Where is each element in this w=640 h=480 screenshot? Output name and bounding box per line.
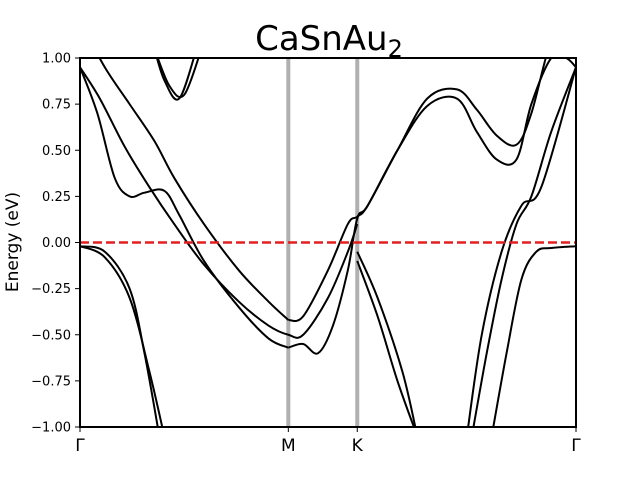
title-main: CaSnAu: [255, 19, 388, 59]
y-tick-label: −0.25: [31, 282, 71, 297]
y-axis-label: Energy (eV): [3, 192, 23, 292]
x-tick-label: K: [352, 436, 364, 456]
y-tick-label: 0.25: [42, 190, 71, 205]
band-line-10: [472, 66, 576, 427]
y-tick-label: −0.75: [31, 374, 71, 389]
y-tick-label: 0.50: [42, 144, 71, 159]
y-tick-label: 1.00: [42, 52, 71, 67]
band-line-7: [356, 251, 417, 427]
band-line-8: [356, 260, 415, 427]
y-tick-label: 0.00: [42, 236, 71, 251]
y-ticks: −1.00 −0.75 −0.50 −0.25 0.00 0.25 0.50 0.75 1.00: [31, 52, 80, 436]
band-line-3: [98, 58, 290, 321]
title-subscript: 2: [388, 35, 403, 63]
band-line-9: [492, 245, 576, 427]
band-line-5: [80, 245, 164, 427]
band-line-11: [467, 66, 576, 427]
band-line-2: [288, 58, 576, 355]
y-tick-label: 0.75: [42, 98, 71, 113]
x-tick-label: Γ: [571, 436, 581, 456]
band-lines: [80, 58, 576, 427]
band-line-13: [155, 58, 195, 101]
band-line-0: [80, 66, 359, 339]
band-line-12: [156, 58, 200, 99]
band-line-6: [80, 245, 159, 427]
chart-title: CaSnAu2: [255, 19, 403, 63]
band-line-4: [288, 58, 547, 323]
band-line-1: [80, 66, 289, 349]
x-tick-label: Γ: [75, 436, 85, 456]
y-tick-label: −1.00: [31, 421, 71, 436]
x-tick-label: M: [281, 436, 296, 456]
y-tick-label: −0.50: [31, 328, 71, 343]
